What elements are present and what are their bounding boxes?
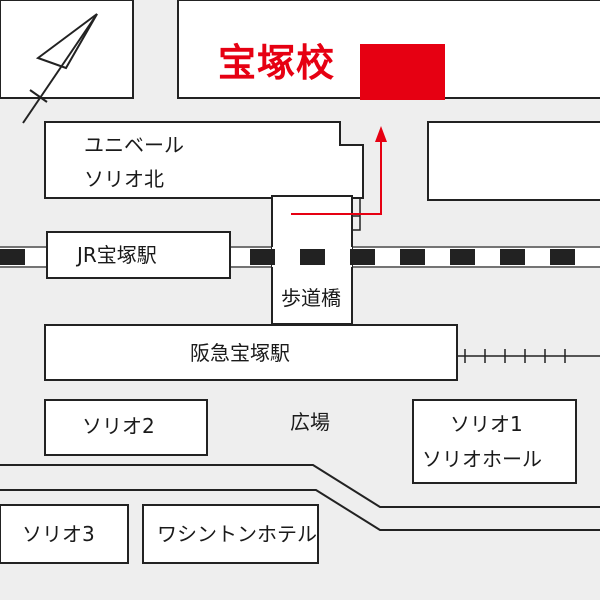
building-solio3 xyxy=(0,504,129,564)
label-hankyu-station: 阪急宝塚駅 xyxy=(190,341,290,365)
hankyu-railway xyxy=(457,349,600,363)
route-path xyxy=(291,140,382,215)
north-arrow-icon xyxy=(22,13,98,124)
block-right xyxy=(427,121,600,201)
route-arrowhead xyxy=(375,126,387,142)
hankyu-station-box xyxy=(44,324,458,381)
building-solio2 xyxy=(44,399,208,456)
label-solio-north: ソリオ北 xyxy=(84,167,164,191)
label-solio1: ソリオ1 xyxy=(450,412,523,436)
destination-marker xyxy=(360,44,445,100)
label-unibell: ユニベール xyxy=(84,133,184,157)
label-washington-hotel: ワシントンホテル xyxy=(157,522,317,546)
destination-label: 宝塚校 xyxy=(218,41,336,85)
building-solio1 xyxy=(412,399,577,484)
building-washington-hotel xyxy=(142,504,319,564)
building-unibell-solio-north xyxy=(44,121,364,199)
label-plaza: 広場 xyxy=(290,410,330,434)
label-solio3: ソリオ3 xyxy=(22,522,95,546)
jr-station-box xyxy=(46,231,231,279)
label-footbridge: 歩道橋 xyxy=(281,286,341,310)
label-jr-station: JR宝塚駅 xyxy=(77,243,157,267)
label-solio2: ソリオ2 xyxy=(82,414,155,438)
label-solio-hall: ソリオホール xyxy=(422,447,542,471)
